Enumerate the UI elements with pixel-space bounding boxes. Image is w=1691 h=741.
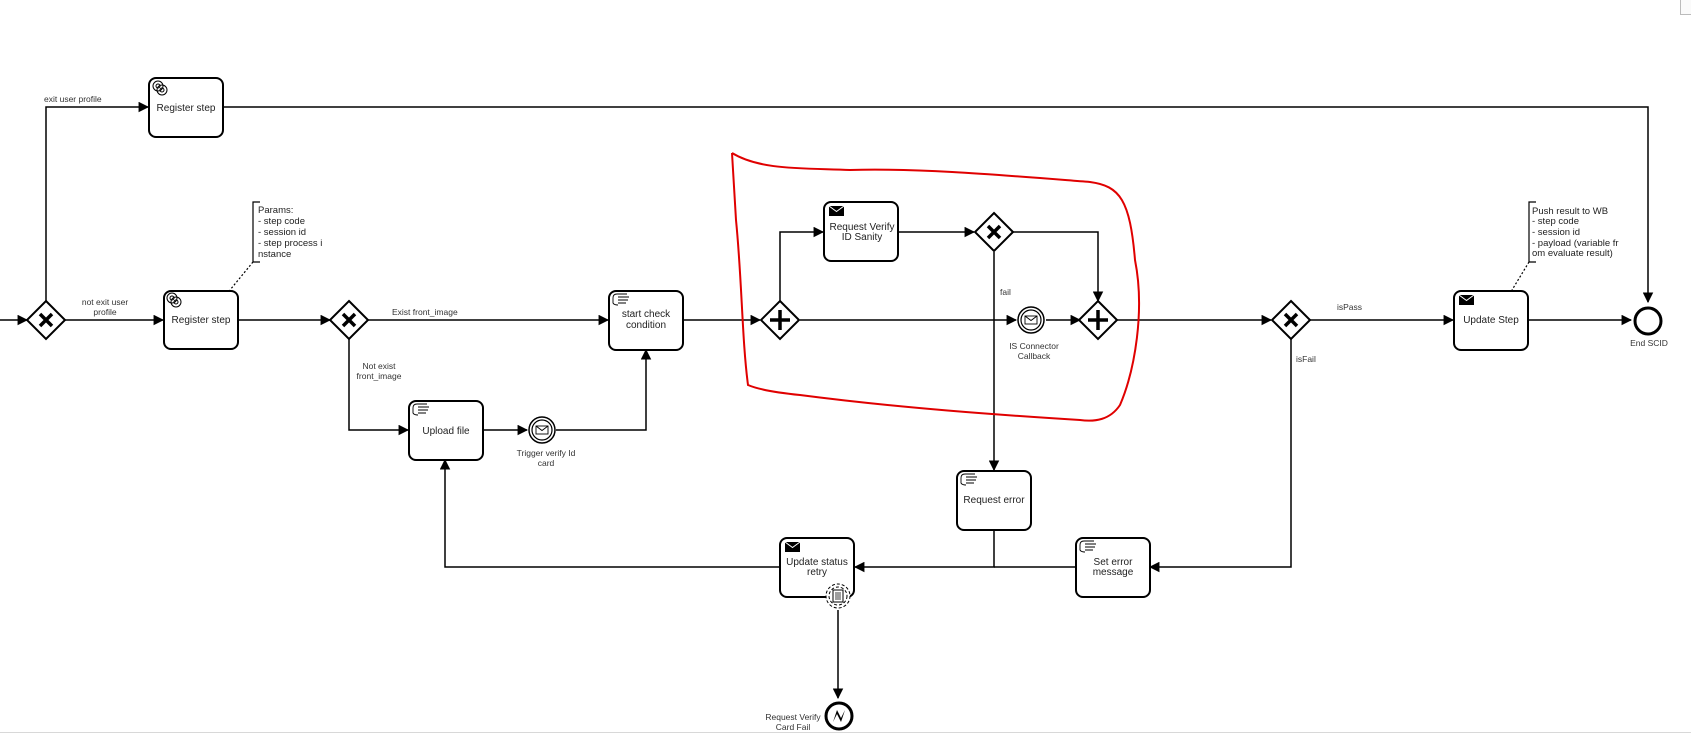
annotation-params-line-1: Params: — [258, 205, 293, 216]
flow-exit-user-profile[interactable] — [45, 101, 150, 301]
event-trigger-verify-label-2: card — [538, 458, 555, 468]
flow-parallel-to-request-verify[interactable] — [779, 226, 825, 301]
task-request-verify-label-2: ID Sanity — [842, 232, 883, 243]
envelope-icon — [828, 205, 845, 216]
end-event-card-fail-label-1: Request Verify — [765, 712, 821, 722]
annotation-push-result-line-4: - payload (variable fr — [1532, 238, 1619, 249]
flow-request-error-to-retry[interactable] — [853, 530, 995, 573]
window-corner-tab — [1680, 0, 1691, 15]
event-is-connector-label-2: Callback — [1018, 351, 1051, 361]
gear-icon — [152, 80, 168, 96]
flow-trigger-to-check[interactable] — [556, 348, 652, 431]
label-exit-user-profile: exit user profile — [44, 94, 102, 104]
end-event-card-fail-label-2: Card Fail — [776, 722, 811, 732]
parallel-gateway-join[interactable] — [1077, 299, 1119, 341]
label-not-exit-user-profile-2: profile — [93, 307, 116, 317]
flow-labels: exit user profile not exit user profile … — [44, 94, 1362, 381]
document-icon — [832, 589, 844, 603]
task-register-step-main-label: Register step — [172, 315, 231, 326]
annotation-params-line-4: - step process i — [258, 238, 322, 249]
flow-gateway-to-join[interactable] — [1013, 231, 1104, 303]
label-is-pass: isPass — [1337, 302, 1362, 312]
task-request-verify-id-sanity[interactable]: Request Verify ID Sanity — [823, 201, 899, 262]
sequence-flows — [0, 101, 1654, 700]
annotation-push-result-line-2: - step code — [1532, 216, 1579, 227]
hand-icon — [960, 473, 977, 486]
label-not-exit-user-profile-1: not exit user — [82, 297, 128, 307]
envelope-icon — [784, 541, 801, 552]
label-fail: fail — [1000, 287, 1011, 297]
task-start-check-condition-label-2: condition — [626, 320, 666, 331]
task-set-error-message-label-2: message — [1093, 567, 1134, 578]
annotation-params-line-5: nstance — [258, 249, 291, 260]
task-set-error-message-label-1: Set error — [1094, 557, 1134, 568]
annotation-params-line-2: - step code — [258, 216, 305, 227]
exclusive-gateway-front-image[interactable] — [328, 299, 370, 341]
label-exist-front-image: Exist front_image — [392, 307, 458, 317]
end-event-scid-label: End SCID — [1630, 338, 1668, 348]
task-request-verify-label-1: Request Verify — [829, 222, 894, 233]
task-set-error-message[interactable]: Set error message — [1075, 537, 1151, 598]
end-event-scid[interactable] — [1633, 306, 1663, 336]
annotation-params-line-3: - session id — [258, 227, 306, 238]
label-not-exist-front-image-1: Not exist — [362, 361, 396, 371]
event-trigger-verify-id-card[interactable] — [528, 416, 556, 444]
task-update-status-retry[interactable]: Update status retry — [779, 537, 855, 598]
exclusive-gateway-verify-result[interactable] — [973, 211, 1015, 253]
parallel-gateway-split[interactable] — [759, 299, 801, 341]
end-event-request-verify-card-fail[interactable] — [824, 701, 854, 731]
hand-icon — [1079, 540, 1096, 553]
envelope-icon — [535, 425, 549, 435]
task-register-step-main[interactable]: Register step — [163, 290, 239, 350]
gear-icon — [166, 292, 182, 308]
canvas-bottom-border — [0, 732, 1691, 733]
task-upload-file-label: Upload file — [422, 426, 470, 437]
boundary-conditional-event[interactable] — [825, 583, 851, 609]
event-is-connector-label-1: IS Connector — [1009, 341, 1059, 351]
task-register-step-top[interactable]: Register step — [148, 77, 224, 138]
task-update-step[interactable]: Update Step — [1453, 290, 1529, 351]
flow-retry-to-upload[interactable] — [439, 458, 779, 568]
task-update-step-label: Update Step — [1463, 315, 1519, 326]
event-is-connector-callback[interactable] — [1017, 306, 1045, 334]
label-not-exist-front-image-2: front_image — [357, 371, 402, 381]
annotation-push-result-line-3: - session id — [1532, 227, 1580, 238]
task-request-error-label: Request error — [963, 495, 1025, 506]
flow-register-top-to-end[interactable] — [223, 106, 1654, 304]
flow-not-exist-front-image[interactable] — [348, 339, 410, 436]
hand-icon — [412, 403, 429, 416]
annotation-push-result[interactable]: Push result to WB - step code - session … — [1511, 201, 1619, 291]
exclusive-gateway-pass-fail[interactable] — [1270, 299, 1312, 341]
red-highlight-outline — [731, 152, 1140, 422]
annotation-push-result-line-5: om evaluate result) — [1532, 248, 1613, 259]
event-trigger-verify-label-1: Trigger verify Id — [517, 448, 576, 458]
lightning-icon — [833, 710, 845, 722]
task-register-step-top-label: Register step — [157, 103, 216, 114]
task-start-check-condition-label-1: start check — [622, 309, 671, 320]
annotation-push-result-line-1: Push result to WB — [1532, 206, 1608, 217]
task-start-check-condition[interactable]: start check condition — [608, 290, 684, 351]
hand-icon — [612, 293, 629, 306]
task-request-error[interactable]: Request error — [956, 470, 1032, 531]
flow-is-fail[interactable] — [1148, 339, 1292, 573]
annotation-params[interactable]: Params: - step code - session id - step … — [229, 201, 322, 291]
envelope-icon — [1024, 315, 1038, 325]
task-update-status-retry-label-1: Update status — [786, 557, 848, 568]
label-is-fail: isFail — [1296, 354, 1316, 364]
task-update-status-retry-label-2: retry — [807, 567, 827, 578]
task-upload-file[interactable]: Upload file — [408, 400, 484, 461]
envelope-icon — [1458, 294, 1475, 305]
exclusive-gateway-user-profile[interactable] — [25, 299, 67, 341]
